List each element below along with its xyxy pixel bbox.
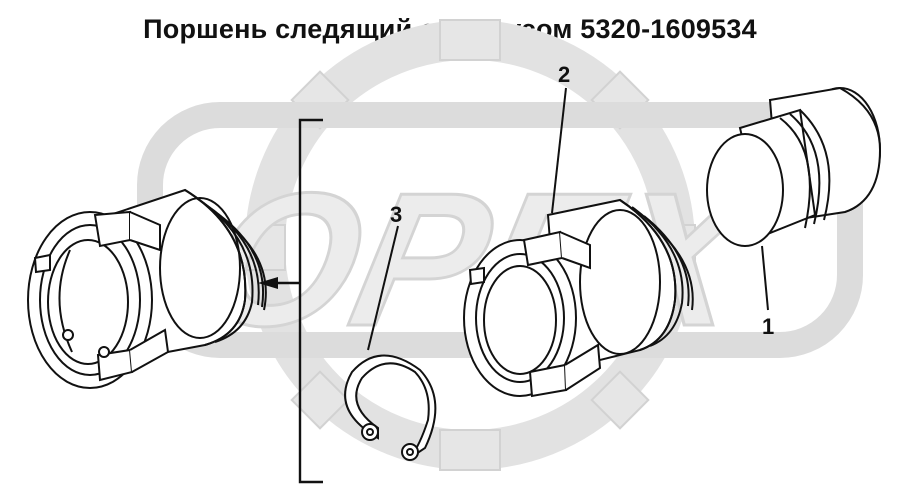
piston-part-1 (706, 86, 882, 247)
assembly-bracket (258, 118, 323, 484)
housing-part-2 (463, 198, 694, 398)
leader-line-1 (761, 245, 769, 311)
callout-1: 1 (762, 314, 774, 339)
callout-leaders (367, 87, 769, 351)
watermark: OPEX (137, 19, 863, 471)
callout-3: 3 (390, 202, 402, 227)
retaining-ring-part-3 (344, 354, 437, 461)
watermark-text: OPEX (188, 153, 771, 366)
leader-line-2 (551, 87, 567, 214)
assembled-piston-housing (27, 188, 267, 389)
leader-line-3 (367, 225, 399, 351)
callout-2: 2 (558, 62, 570, 87)
